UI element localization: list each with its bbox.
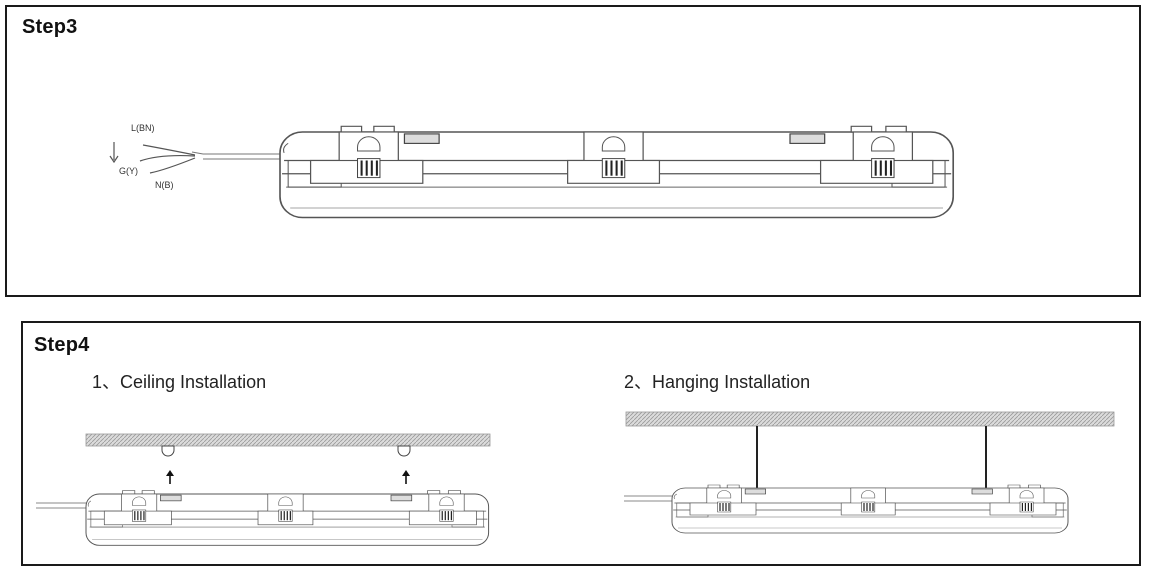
wire-label-neutral: N(B) bbox=[155, 180, 174, 190]
ceiling-surface bbox=[85, 433, 491, 447]
hanging-installation-diagram bbox=[624, 411, 1115, 534]
fixture-step3 bbox=[278, 125, 955, 219]
fixture-hanging bbox=[671, 484, 1069, 534]
step3-fixture-diagram bbox=[109, 125, 955, 219]
up-arrow-icon bbox=[166, 470, 174, 484]
ceiling-surface bbox=[625, 411, 1115, 427]
ground-arrow-icon bbox=[109, 142, 119, 164]
ceiling-installation-title: 1、Ceiling Installation bbox=[92, 372, 267, 392]
hanging-installation-title: 2、Hanging Installation bbox=[624, 372, 811, 392]
live-wire bbox=[142, 144, 196, 156]
wire-label-live: L(BN) bbox=[131, 123, 155, 133]
ground-wire bbox=[139, 154, 196, 162]
wire-label-ground: G(Y) bbox=[119, 166, 138, 176]
fixture-ceiling bbox=[85, 489, 490, 546]
step3-title: Step3 bbox=[22, 16, 78, 38]
step4-title: Step4 bbox=[34, 334, 90, 356]
ceiling-installation-diagram bbox=[36, 433, 491, 546]
up-arrow-icon bbox=[402, 470, 410, 484]
neutral-wire bbox=[149, 157, 196, 174]
